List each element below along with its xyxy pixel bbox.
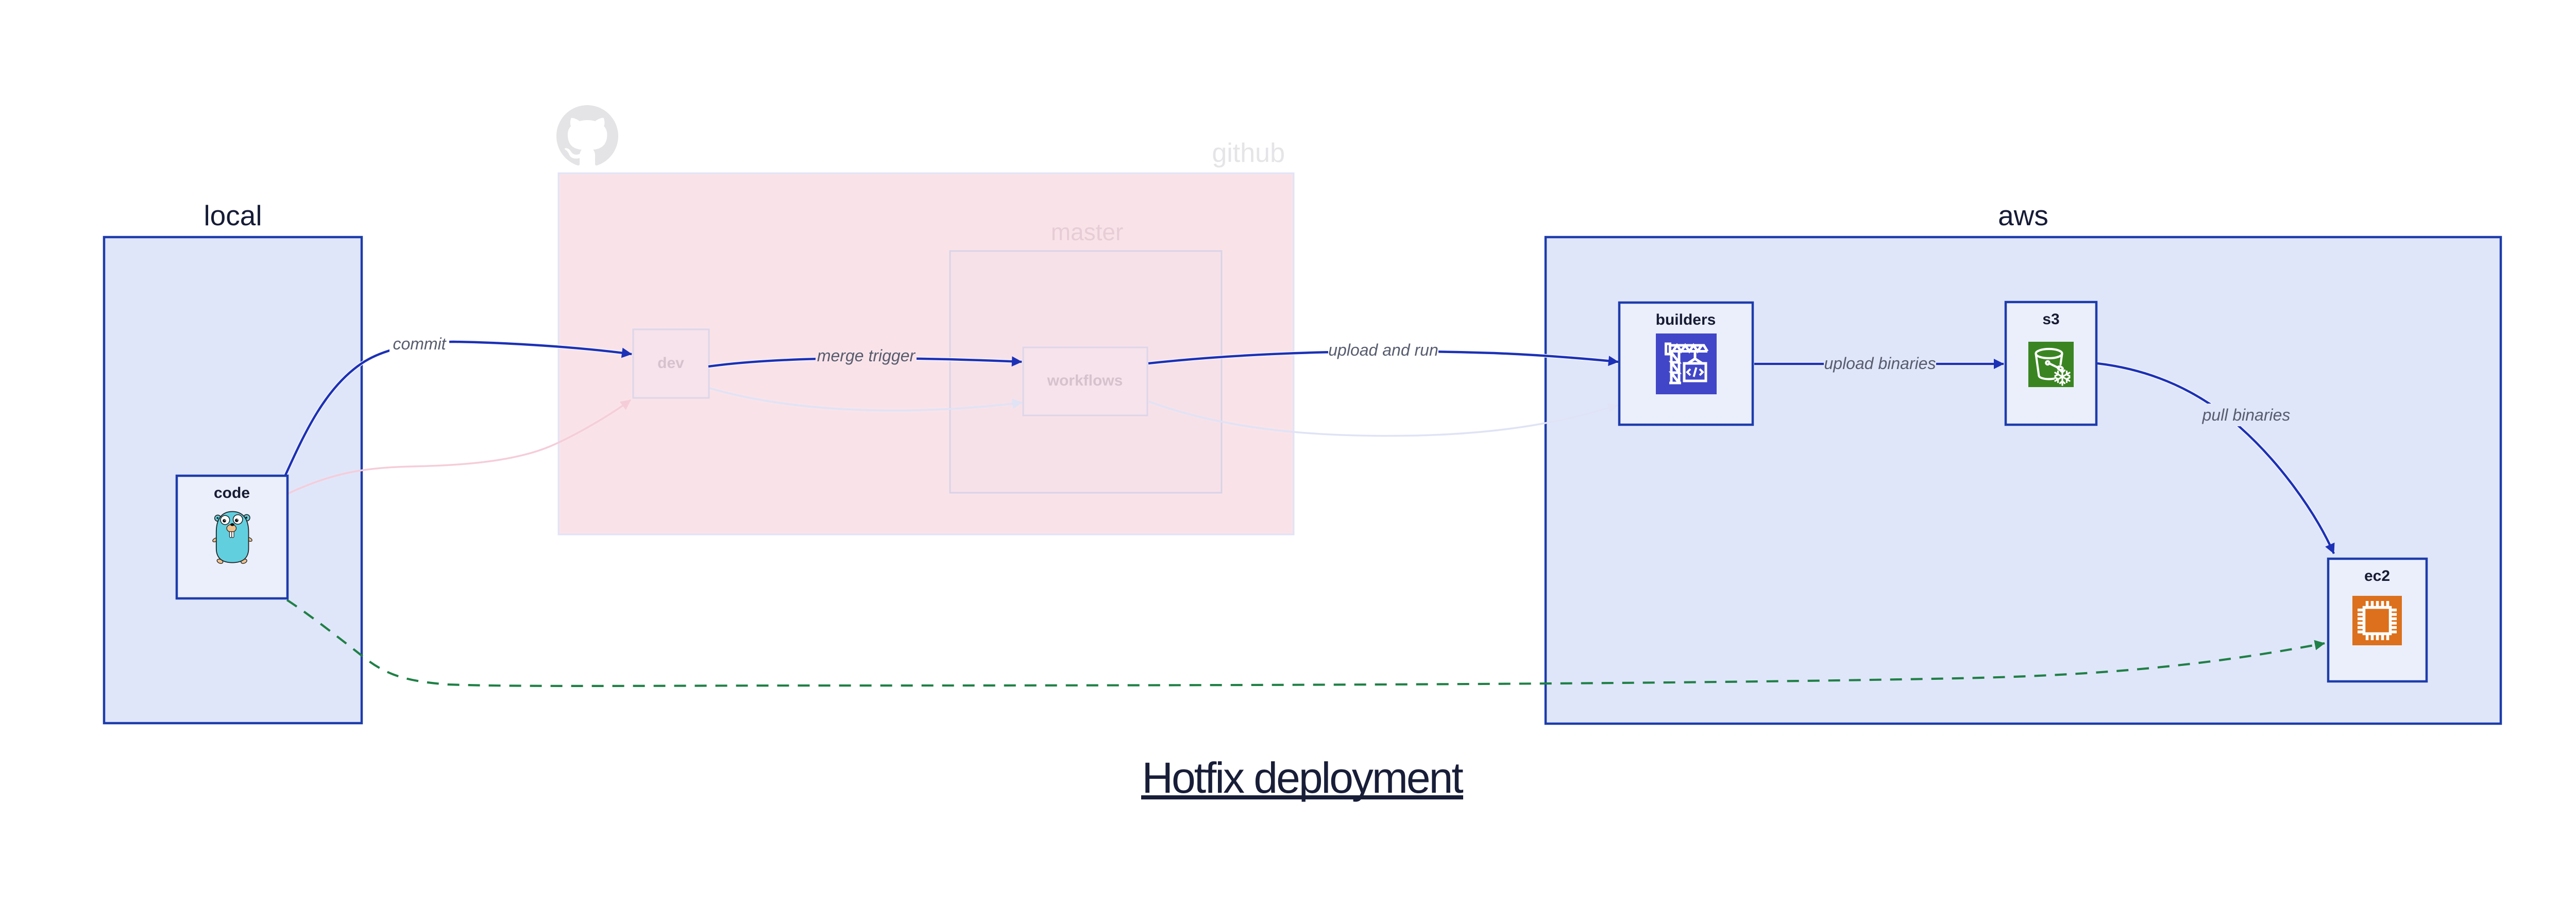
svg-text:github: github bbox=[1212, 138, 1285, 168]
svg-text:pull binaries: pull binaries bbox=[2202, 406, 2291, 424]
svg-text:upload and run: upload and run bbox=[1328, 341, 1438, 359]
svg-text:code: code bbox=[214, 485, 250, 502]
svg-text:workflows: workflows bbox=[1047, 372, 1123, 389]
svg-text:merge trigger: merge trigger bbox=[817, 346, 916, 365]
svg-text:master: master bbox=[1051, 219, 1124, 245]
svg-text:local: local bbox=[204, 199, 262, 231]
svg-text:Hotfix deployment: Hotfix deployment bbox=[1142, 754, 1463, 802]
svg-text:ec2: ec2 bbox=[2364, 567, 2390, 584]
svg-text:aws: aws bbox=[1998, 199, 2048, 231]
svg-text:commit: commit bbox=[393, 335, 446, 353]
svg-text:upload binaries: upload binaries bbox=[1824, 354, 1936, 373]
svg-text:dev: dev bbox=[657, 355, 684, 372]
svg-text:builders: builders bbox=[1656, 311, 1716, 328]
svg-text:s3: s3 bbox=[2042, 311, 2059, 328]
